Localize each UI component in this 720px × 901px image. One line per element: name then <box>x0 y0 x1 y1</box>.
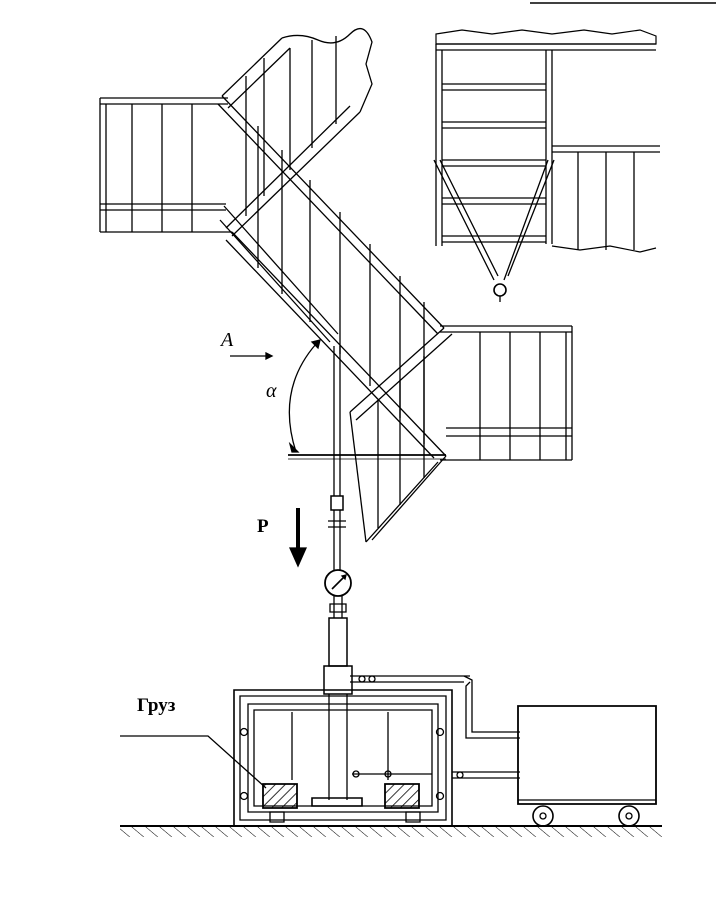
floor-reference <box>288 455 446 459</box>
ground <box>120 826 662 837</box>
angle-label: α <box>266 380 277 402</box>
upper-left-landing <box>100 98 232 232</box>
pump-cart <box>518 706 656 826</box>
pressure-gauge <box>325 570 351 618</box>
load-frame <box>234 676 470 826</box>
force-arrow <box>290 508 306 566</box>
view-a-label: A <box>221 329 234 351</box>
hydraulic-hoses <box>452 676 520 778</box>
loading-rod <box>328 346 346 570</box>
hydraulic-jack <box>312 618 362 806</box>
lower-right-landing <box>440 326 572 460</box>
view-a-inset <box>434 30 660 302</box>
lower-flight <box>350 328 452 542</box>
angle-arc <box>289 340 320 452</box>
force-label: P <box>257 516 269 537</box>
main-flight <box>218 96 446 458</box>
load-weights <box>263 784 419 808</box>
load-label: Груз <box>137 695 176 716</box>
view-arrow <box>230 353 272 359</box>
load-leader <box>120 736 266 788</box>
